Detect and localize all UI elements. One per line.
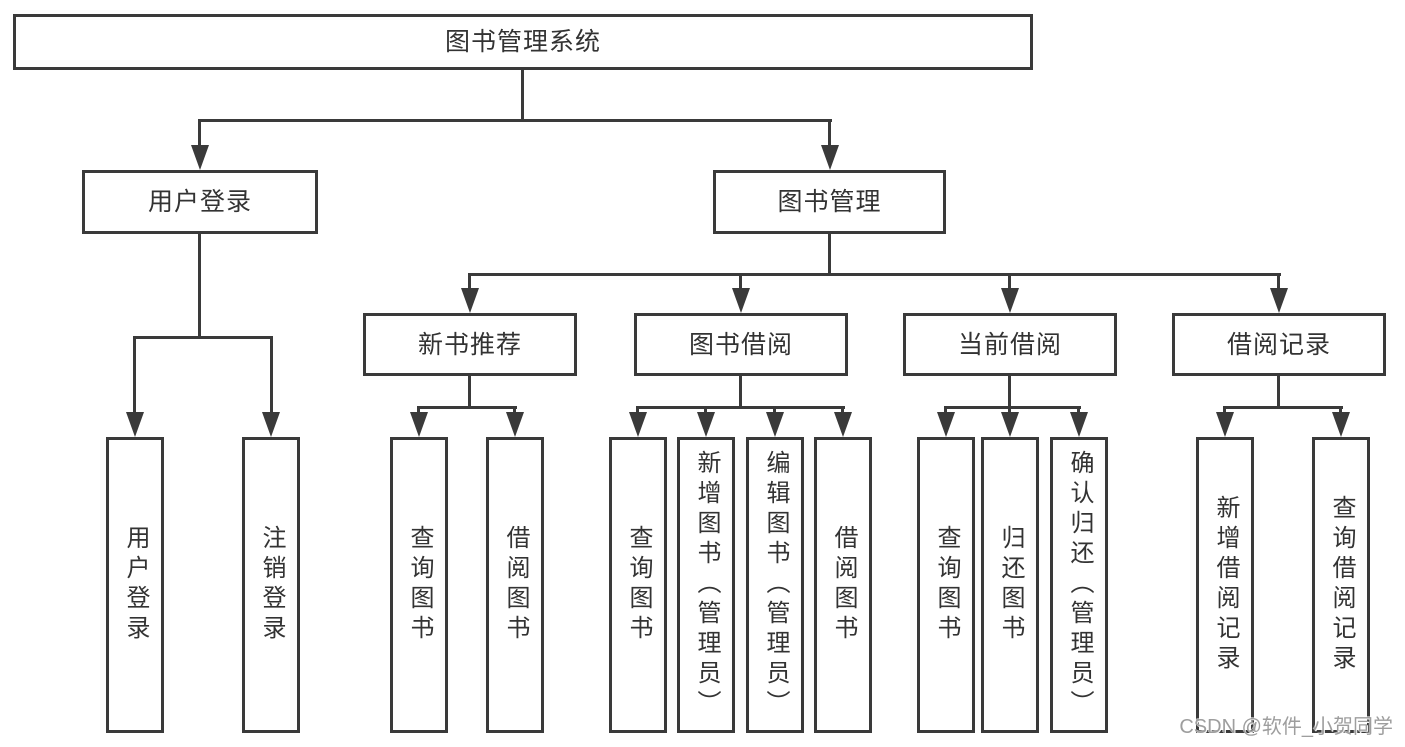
node-label-root: 图书管理系统 [444,28,601,56]
arrowhead-into-current-borrow [1001,288,1019,313]
connector-book-management-hbar [468,273,1281,276]
leaf-bb-add-books-admin: 新增图书（管理员） [677,437,735,733]
connector-cb-hbar [944,406,1081,409]
connector-drop-borrow-records [1277,273,1280,293]
arrowhead-into-bb-borrow [834,412,852,437]
connector-nbr-stem [468,375,471,408]
connector-br-stem [1277,375,1280,408]
node-book-management: 图书管理 [713,170,946,234]
connector-book-management-stem [828,233,831,275]
node-book-borrow: 图书借阅 [634,313,848,376]
leaf-cb-query-books: 查询图书 [917,437,975,733]
leaf-label-nbr-query-books: 查询图书 [406,525,433,645]
arrowhead-into-nbr-query [410,412,428,437]
connector-bb-hbar [636,406,845,409]
connector-drop-cb-return [1008,406,1011,415]
node-label-new-book-recommend: 新书推荐 [417,330,522,359]
connector-drop-book-management [828,119,831,149]
connector-bb-stem [739,375,742,408]
connector-user-login-stem [198,233,201,338]
leaf-user-login: 用户登录 [106,437,164,733]
leaf-label-bb-add-books-admin: 新增图书（管理员） [693,450,720,720]
leaf-br-add-borrow-record: 新增借阅记录 [1196,437,1254,733]
arrowhead-into-leaf-user-login [126,412,144,437]
leaf-label-nbr-borrow-books: 借阅图书 [502,525,529,645]
leaf-label-cb-query-books: 查询图书 [933,525,960,645]
leaf-cb-confirm-return-admin: 确认归还（管理员） [1050,437,1108,733]
node-current-borrow: 当前借阅 [903,313,1117,376]
leaf-label-user-login: 用户登录 [122,525,149,645]
arrowhead-into-cb-query [937,412,955,437]
connector-drop-nbr-borrow [513,406,516,415]
leaf-label-cb-return-books: 归还图书 [997,525,1024,645]
node-borrow-records: 借阅记录 [1172,313,1386,376]
leaf-cb-return-books: 归还图书 [981,437,1039,733]
connector-drop-nbr-query [417,406,420,415]
arrowhead-into-bb-query [629,412,647,437]
leaf-bb-query-books: 查询图书 [609,437,667,733]
node-label-user-login: 用户登录 [147,188,252,216]
connector-drop-bb-edit [773,406,776,415]
leaf-label-bb-borrow-books: 借阅图书 [830,525,857,645]
node-new-book-recommend: 新书推荐 [363,313,577,376]
connector-drop-cb-confirm [1077,406,1080,415]
node-library-management-system: 图书管理系统 [13,14,1033,70]
node-label-borrow-records: 借阅记录 [1226,330,1331,359]
arrowhead-into-bb-add [697,412,715,437]
leaf-nbr-borrow-books: 借阅图书 [486,437,544,733]
connector-root-hbar [198,119,832,122]
node-label-current-borrow: 当前借阅 [957,330,1062,359]
connector-drop-book-borrow [739,273,742,293]
arrowhead-into-user-login [191,145,209,170]
leaf-label-logout: 注销登录 [258,525,285,645]
connector-drop-leaf-logout [270,336,273,415]
connector-nbr-hbar [417,406,517,409]
leaf-bb-borrow-books: 借阅图书 [814,437,872,733]
leaf-nbr-query-books: 查询图书 [390,437,448,733]
connector-drop-current-borrow [1008,273,1011,293]
node-label-book-management: 图书管理 [777,188,882,216]
arrowhead-into-bb-edit [766,412,784,437]
connector-drop-leaf-user-login [133,336,136,415]
connector-user-login-hbar [133,336,273,339]
arrowhead-into-book-management [821,145,839,170]
connector-cb-stem [1008,375,1011,408]
arrowhead-into-br-add [1216,412,1234,437]
connector-br-hbar [1223,406,1343,409]
arrowhead-into-cb-confirm [1070,412,1088,437]
connector-drop-user-login [198,119,201,149]
connector-drop-cb-query [944,406,947,415]
arrowhead-into-br-query [1332,412,1350,437]
csdn-watermark: CSDN @软件_小贺同学 [1179,716,1393,738]
arrowhead-into-nbr-borrow [506,412,524,437]
connector-drop-bb-query [636,406,639,415]
connector-drop-new-book-recommend [468,273,471,293]
connector-drop-br-query [1339,406,1342,415]
connector-root-stem [521,70,524,122]
leaf-label-br-query-borrow-record: 查询借阅记录 [1328,495,1355,675]
connector-drop-bb-add [704,406,707,415]
connector-drop-bb-borrow [841,406,844,415]
arrowhead-into-cb-return [1001,412,1019,437]
node-label-book-borrow: 图书借阅 [688,330,793,359]
arrowhead-into-borrow-records [1270,288,1288,313]
connector-drop-br-add [1223,406,1226,415]
node-user-login: 用户登录 [82,170,318,234]
leaf-label-bb-edit-books-admin: 编辑图书（管理员） [762,450,789,720]
leaf-label-cb-confirm-return-admin: 确认归还（管理员） [1066,450,1093,720]
leaf-logout: 注销登录 [242,437,300,733]
leaf-label-bb-query-books: 查询图书 [625,525,652,645]
arrowhead-into-book-borrow [732,288,750,313]
arrowhead-into-new-book-recommend [461,288,479,313]
leaf-bb-edit-books-admin: 编辑图书（管理员） [746,437,804,733]
leaf-label-br-add-borrow-record: 新增借阅记录 [1212,495,1239,675]
leaf-br-query-borrow-record: 查询借阅记录 [1312,437,1370,733]
arrowhead-into-leaf-logout [262,412,280,437]
